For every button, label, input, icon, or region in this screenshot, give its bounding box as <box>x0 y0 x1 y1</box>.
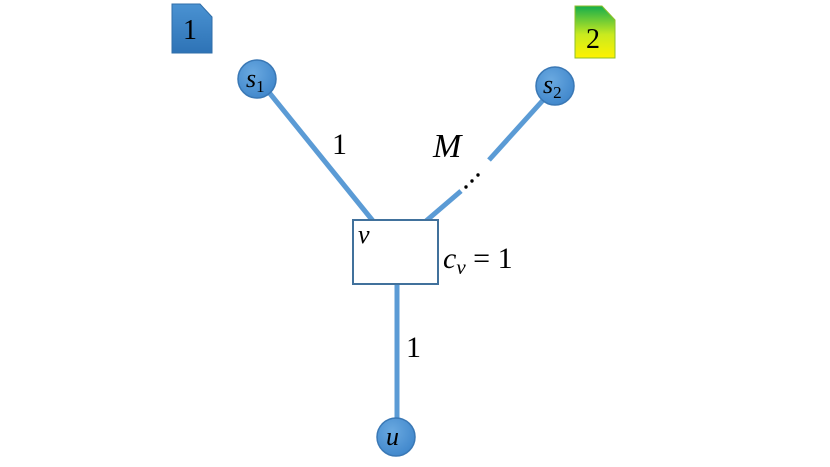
tag-1-shape <box>171 3 213 54</box>
edge-ellipsis-dots <box>464 173 480 189</box>
edge-s1-v <box>257 78 375 223</box>
node-s2[interactable]: s2 <box>535 66 575 106</box>
node-u-label: u <box>386 422 399 451</box>
edge-s2-v-lower <box>424 189 463 223</box>
node-s1[interactable]: s1 <box>237 59 277 99</box>
edge-s1-v-weight: 1 <box>332 128 347 161</box>
tag-2: 2 <box>574 5 616 59</box>
edge-s2-v-weight: M <box>432 128 463 165</box>
capacity-label: cv = 1 <box>443 242 513 279</box>
node-v-label: v <box>358 220 370 249</box>
node-u[interactable]: u <box>376 417 416 457</box>
node-v-box <box>352 219 439 285</box>
edge-v-u-weight: 1 <box>406 331 421 364</box>
tag-2-label: 2 <box>586 24 600 55</box>
tag-2-shape <box>574 5 616 59</box>
tag-1: 1 <box>171 3 213 54</box>
node-s1-label: s1 <box>246 64 265 96</box>
tag-1-label: 1 <box>183 15 197 46</box>
node-s2-label: s2 <box>543 70 562 102</box>
